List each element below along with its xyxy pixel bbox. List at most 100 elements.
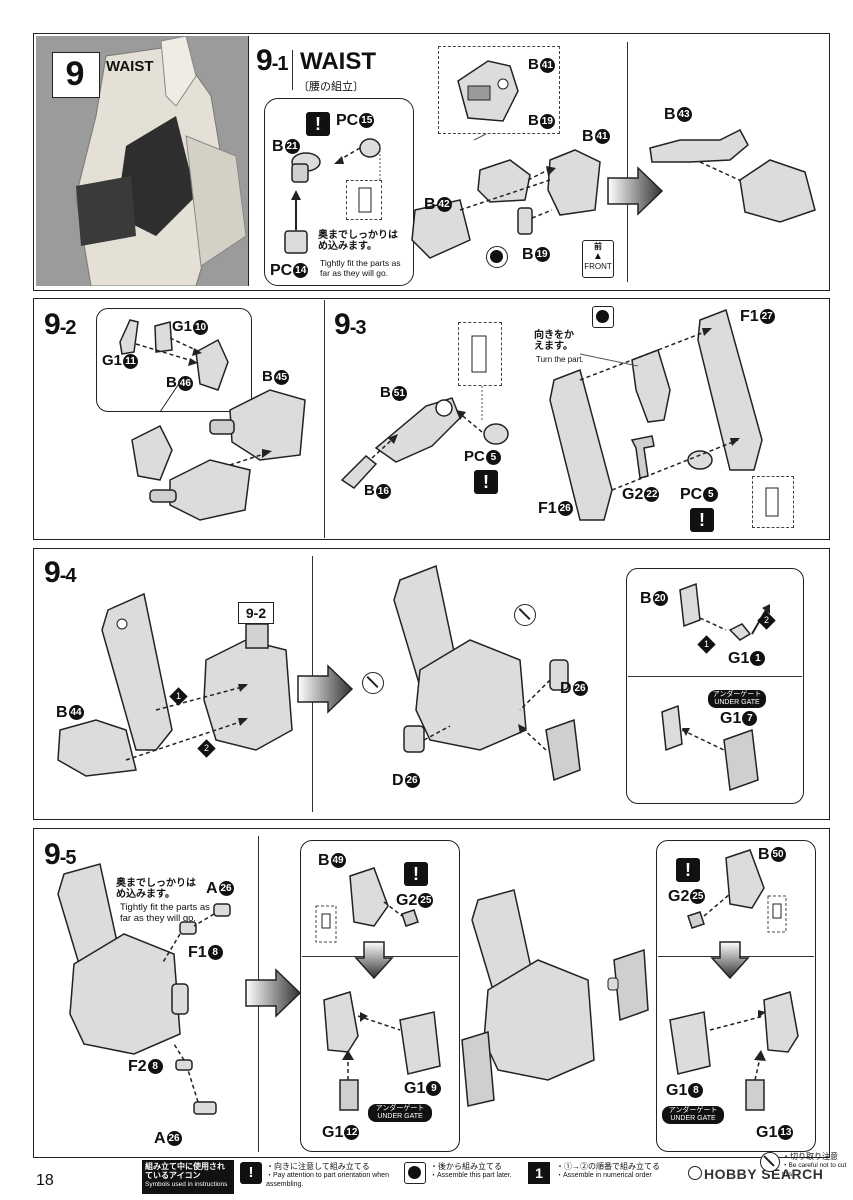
legend-order-en: ・Assemble in numerical order — [556, 1172, 652, 1179]
legend-later-text: ・後から組み立てる ・Assemble this part later. — [430, 1162, 522, 1180]
legend-cut-icon — [760, 1152, 780, 1172]
step9-3-right-parts — [549, 309, 763, 521]
step9-1-note-jp: 奥までしっかりはめ込みます。 — [318, 230, 398, 252]
front-arrow-icon: ▲ — [593, 251, 603, 262]
row-3-frame — [33, 548, 830, 820]
step9-4-next-arrow — [297, 664, 354, 714]
step9-2-callout — [96, 308, 252, 412]
order-2-icon: 2 — [197, 738, 216, 758]
later-icon-9-1 — [486, 246, 508, 268]
orient-icon-9-1: ! — [306, 112, 330, 136]
row-2-frame — [33, 298, 830, 540]
step9-4-label: 9-4 — [44, 556, 76, 589]
legend-order-icon: 1 — [528, 1162, 550, 1184]
step9-1-detail-box — [438, 46, 560, 134]
row-4-frame — [33, 828, 830, 1158]
legend-later-jp: ・後から組み立てる — [430, 1162, 502, 1171]
under-gate-badge: アンダーゲート UNDER GATE — [708, 690, 766, 708]
divider-row1 — [627, 42, 628, 282]
step9-4-callout-sep — [628, 676, 802, 677]
step9-5-label: 9-5 — [44, 838, 76, 871]
step9-1-sep — [292, 50, 293, 90]
step9-4-center-parts — [393, 564, 581, 782]
step9-title: WAIST — [106, 58, 154, 75]
step9-1-detail-part — [457, 60, 519, 122]
b21-part — [291, 152, 321, 183]
legend-orient-text: ・向きに注意して組み立てる ・Pay attention to part ori… — [266, 1162, 396, 1189]
step9-5-center-assembly — [461, 889, 649, 1107]
step9-5-down-arrow-left — [354, 941, 394, 980]
legend-later-icon — [404, 1162, 426, 1184]
page-number: 18 — [36, 1172, 54, 1189]
step9-1-small-detail-part — [358, 187, 372, 213]
step9-5-note-jp: 奥までしっかりはめ込みます。 — [116, 878, 196, 900]
orient-icon-9-5b: ! — [676, 858, 700, 882]
legend-title-en: Symbols used in instructions — [145, 1181, 228, 1188]
legend-title-box: 組み立て中に使用されているアイコン Symbols used in instru… — [142, 1160, 234, 1194]
legend-orient-en: ・Pay attention to part orientation when … — [266, 1172, 389, 1188]
step9-4-left-parts — [57, 592, 293, 777]
step9-1-callout — [264, 98, 414, 286]
step9-1-next-arrow — [607, 166, 664, 216]
under-gate-left-en: UNDER GATE — [377, 1113, 423, 1120]
watermark: HOBBY SEARCH — [704, 1166, 824, 1182]
step9-1-small-detail — [346, 180, 382, 220]
legend-order-jp: ・①→②の順番で組み立てる — [556, 1162, 660, 1171]
legend-title-jp: 組み立て中に使用されているアイコン — [145, 1162, 225, 1180]
step9-2-assembly — [131, 381, 306, 521]
under-gate-badge-left: アンダーゲート UNDER GATE — [368, 1104, 432, 1122]
step9-5-callout-right-parts-bot — [669, 991, 799, 1111]
step9-5-note-en: Tightly fit the parts as far as they wil… — [120, 902, 210, 924]
step9-5-down-arrow-right — [710, 941, 750, 980]
under-gate-right-en: UNDER GATE — [670, 1115, 716, 1122]
step9-1-subtitle: 〔腰の組立〕 — [298, 81, 364, 93]
orient-icon-9-5a: ! — [404, 862, 428, 886]
step9-5-left-parts — [57, 863, 231, 1115]
under-gate-jp: アンダーゲート — [712, 691, 762, 698]
legend-order-text: ・①→②の順番で組み立てる ・Assemble in numerical ord… — [556, 1162, 686, 1180]
front-jp: 前 — [594, 242, 602, 251]
front-indicator: 前 ▲ FRONT — [582, 240, 614, 278]
orient-icon-9-3a: ! — [474, 470, 498, 494]
watermark-logo-icon — [688, 1166, 702, 1180]
legend-orient-icon: ! — [240, 1162, 262, 1184]
step9-number: 9 — [65, 55, 85, 93]
front-en: FRONT — [584, 262, 612, 271]
step9-1-note-en: Tightly fit the parts as far as they wil… — [320, 258, 401, 278]
turn-note-en: Turn the part. — [536, 355, 584, 364]
step9-4-callout — [626, 568, 804, 804]
step9-5-callout-left-parts-top — [315, 867, 419, 943]
step9-3-detail-part-a — [471, 335, 487, 373]
step9-3-detail-part-b — [765, 487, 779, 517]
under-gate-en: UNDER GATE — [714, 699, 760, 706]
step9-1-arrows-a — [291, 146, 381, 230]
step9-5-callout-left-parts-bot — [323, 991, 441, 1111]
